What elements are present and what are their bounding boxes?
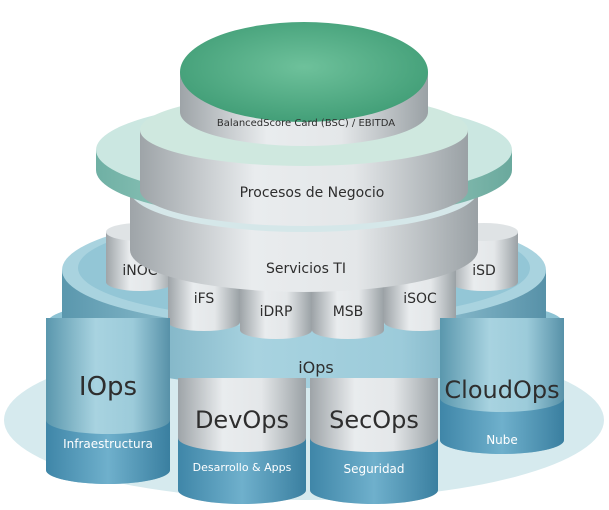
pillar-cloudops: CloudOps Nube (440, 318, 564, 454)
module-isoc: iSOC (384, 270, 456, 331)
bsc-top-layer: BalancedScore Card (BSC) / EBITDA (180, 22, 428, 146)
pillar-subtitle-secops: Seguridad (343, 462, 404, 476)
servicios-label: Servicios TI (266, 261, 346, 277)
module-label-idrp: iDRP (260, 304, 293, 320)
module-label-msb: MSB (333, 304, 364, 320)
pillar-devops: DevOps Desarrollo & Apps (178, 378, 306, 504)
pillar-subtitle-devops: Desarrollo & Apps (193, 461, 292, 474)
module-label-ifs: iFS (194, 291, 215, 307)
module-msb: MSB (312, 278, 384, 339)
pillar-secops: SecOps Seguridad (310, 378, 438, 504)
module-label-isd: iSD (472, 263, 496, 279)
procesos-label: Procesos de Negocio (240, 185, 385, 201)
pillar-subtitle-iops: Infraestructura (63, 437, 153, 451)
pillar-name-devops: DevOps (195, 406, 289, 434)
iops-band: iOps (298, 358, 334, 377)
bsc-label: BalancedScore Card (BSC) / EBITDA (217, 118, 395, 129)
pillar-name-iops: IOps (79, 372, 137, 402)
iops-label: iOps (298, 358, 334, 377)
pillar-subtitle-cloudops: Nube (486, 433, 518, 447)
module-idrp: iDRP (240, 278, 312, 339)
pillar-name-secops: SecOps (329, 406, 419, 434)
pillar-name-cloudops: CloudOps (444, 376, 559, 404)
module-label-isoc: iSOC (403, 291, 437, 307)
pillar-iops: IOps Infraestructura (46, 318, 170, 484)
